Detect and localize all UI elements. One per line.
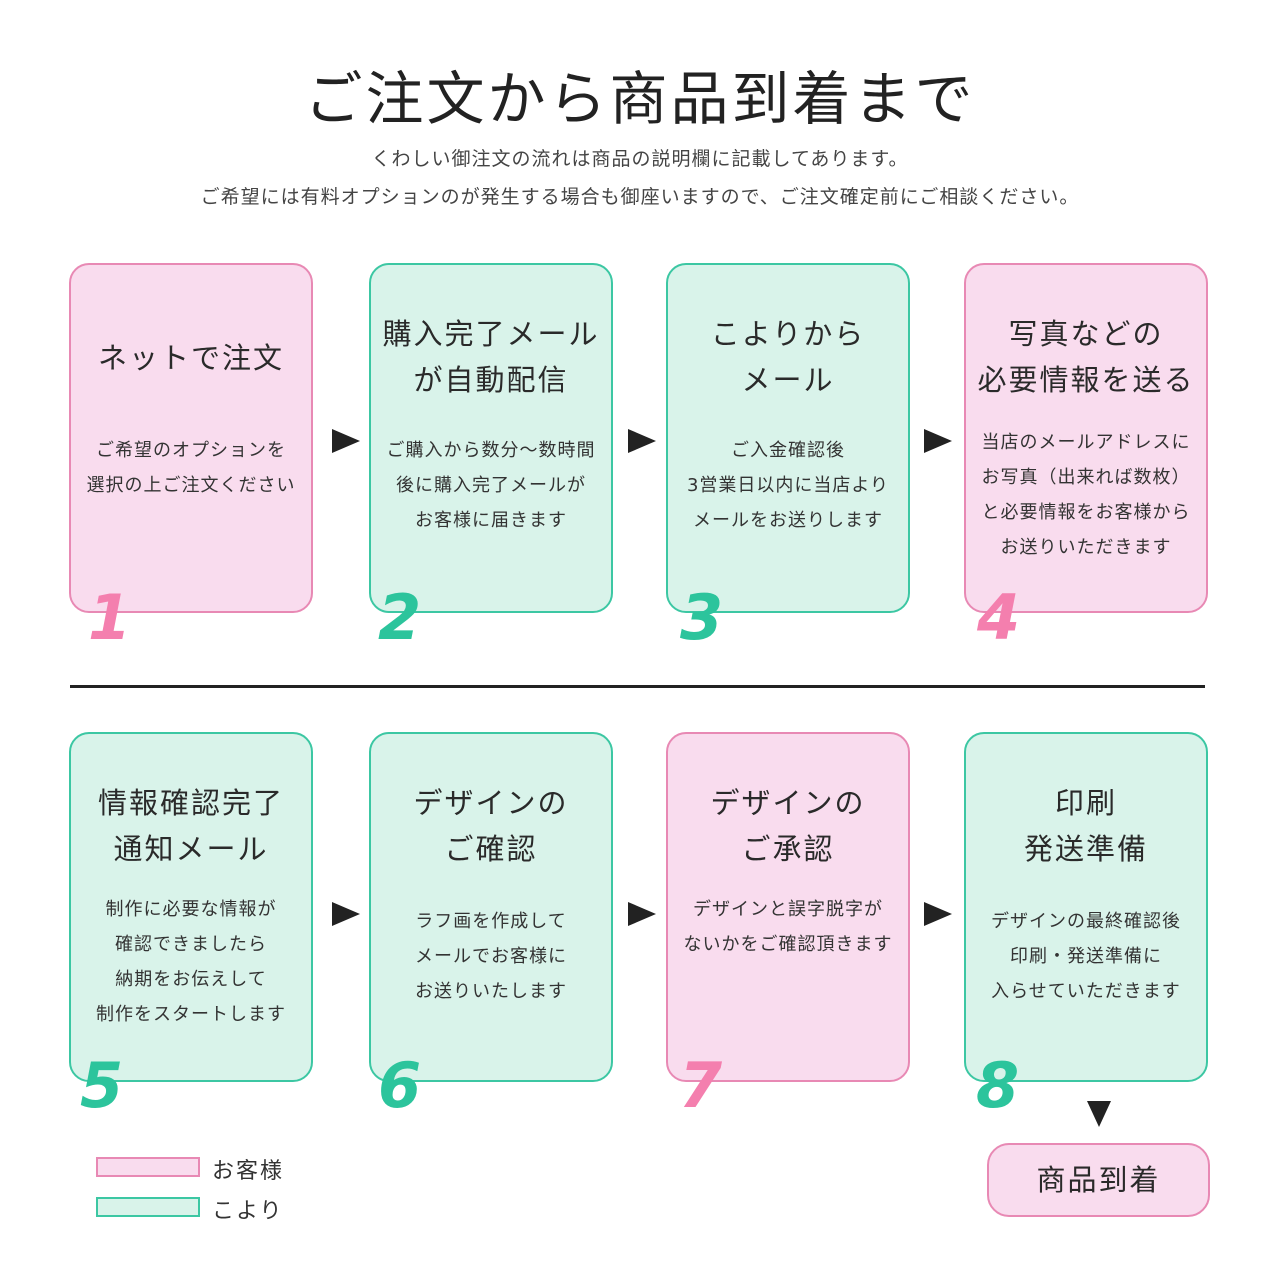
legend-swatch-customer [96, 1157, 200, 1177]
step-body: デザインの最終確認後 印刷・発送準備に 入らせていただきます [991, 911, 1181, 1002]
step-title: 購入完了メール が自動配信 [382, 317, 600, 397]
step-number-2: 2 [378, 581, 422, 654]
legend-label-customer: お客様 [212, 1159, 285, 1184]
step-title: 情報確認完了 通知メール [97, 786, 284, 866]
step-body: デザインと誤字脱字が ないかをご確認頂きます [683, 899, 893, 955]
arrow-right-icon [332, 429, 360, 453]
step-body: ご希望のオプションを 選択の上ご注文ください [86, 440, 296, 496]
arrow-right-icon [924, 429, 952, 453]
step-title: デザインの ご承認 [710, 786, 866, 866]
step-number-7: 7 [679, 1049, 723, 1122]
step-card-6: デザインの ご確認 ラフ画を作成して メールでお客様に お送りいたします [369, 732, 613, 1082]
step-title: こよりから メール [710, 317, 866, 397]
step-card-8: 印刷 発送準備 デザインの最終確認後 印刷・発送準備に 入らせていただきます [964, 732, 1208, 1082]
arrow-down-icon [1087, 1101, 1111, 1127]
step-body: ラフ画を作成して メールでお客様に お送りいたします [415, 911, 567, 1002]
step-card-2: 購入完了メール が自動配信 ご購入から数分〜数時間 後に購入完了メールが お客様… [369, 263, 613, 613]
step-number-8: 8 [976, 1049, 1020, 1122]
arrow-right-icon [332, 902, 360, 926]
arrow-right-icon [628, 429, 656, 453]
step-body: ご購入から数分〜数時間 後に購入完了メールが お客様に届きます [386, 440, 596, 531]
arrow-right-icon [924, 902, 952, 926]
step-body: 制作に必要な情報が 確認できましたら 納期をお伝えして 制作をスタートします [96, 899, 286, 1025]
legend-label-koyori: こより [212, 1199, 284, 1224]
step-card-7: デザインの ご承認 デザインと誤字脱字が ないかをご確認頂きます [666, 732, 910, 1082]
subtitle-line-1: くわしい御注文の流れは商品の説明欄に記載してあります。 [371, 148, 909, 170]
step-number-1: 1 [88, 581, 132, 654]
final-step-arrival: 商品到着 [987, 1143, 1210, 1217]
step-card-3: こよりから メール ご入金確認後 3営業日以内に当店より メールをお送りします [666, 263, 910, 613]
step-card-1: ネットで注文 ご希望のオプションを 選択の上ご注文ください [69, 263, 313, 613]
row-divider [70, 685, 1205, 688]
step-number-3: 3 [680, 581, 724, 654]
step-body: ご入金確認後 3営業日以内に当店より メールをお送りします [686, 440, 890, 531]
step-title: 写真などの 必要情報を送る [977, 317, 1195, 397]
step-title: ネットで注文 [97, 341, 284, 375]
page-title: ご注文から商品到着まで [304, 65, 976, 133]
step-card-5: 情報確認完了 通知メール 制作に必要な情報が 確認できましたら 納期をお伝えして… [69, 732, 313, 1082]
legend-swatch-koyori [96, 1197, 200, 1217]
step-title: デザインの ご確認 [413, 786, 569, 866]
subtitle-line-2: ご希望には有料オプションのが発生する場合も御座いますので、ご注文確定前にご相談く… [200, 186, 1080, 208]
step-number-6: 6 [378, 1049, 422, 1122]
step-title: 印刷 発送準備 [1023, 786, 1148, 866]
arrow-right-icon [628, 902, 656, 926]
step-number-4: 4 [977, 581, 1021, 654]
step-card-4: 写真などの 必要情報を送る 当店のメールアドレスに お写真（出来れば数枚） と必… [964, 263, 1208, 613]
step-body: 当店のメールアドレスに お写真（出来れば数枚） と必要情報をお客様から お送りい… [981, 432, 1191, 558]
step-number-5: 5 [80, 1049, 124, 1122]
